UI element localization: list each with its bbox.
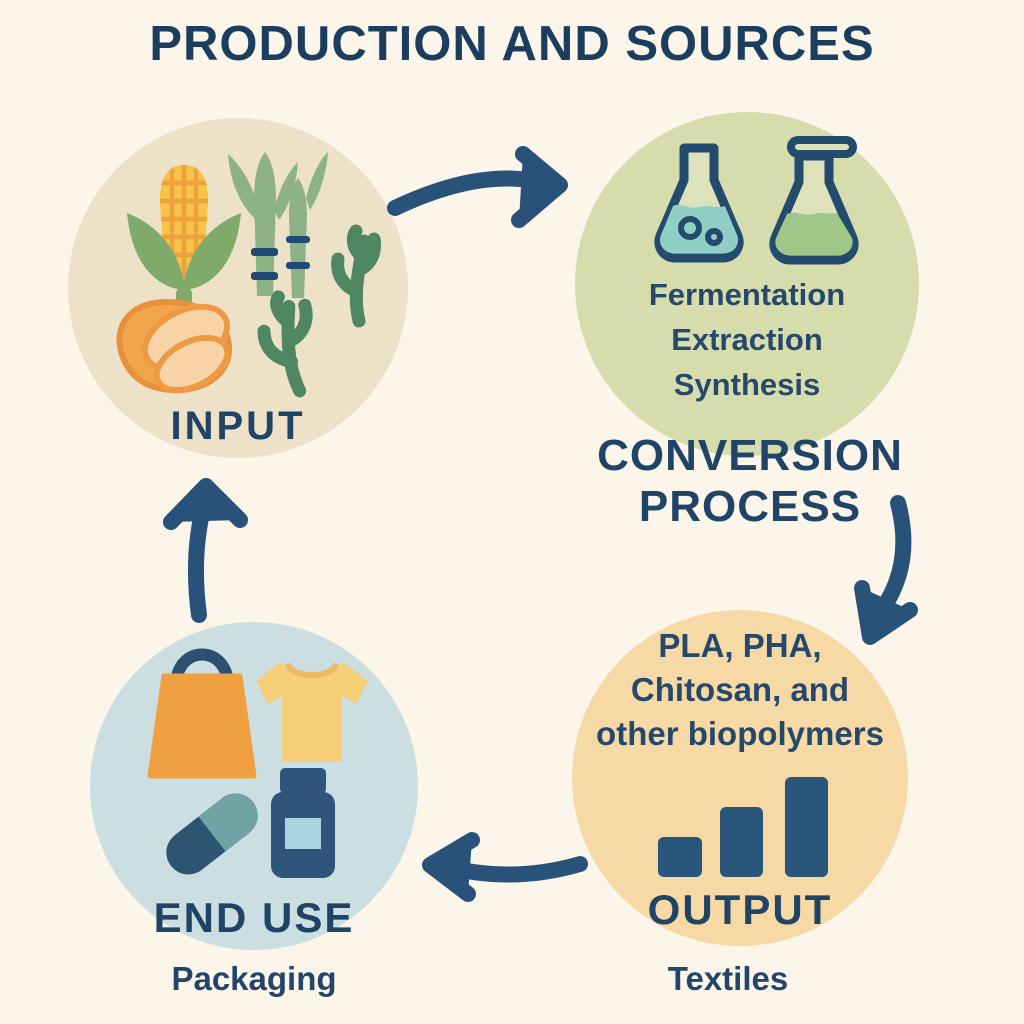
conversion-node: Fermentation Extraction Synthesis: [575, 112, 919, 456]
flask-green-icon: [769, 136, 859, 265]
input-icons: [116, 152, 381, 398]
arrow-input-to-conversion: [387, 146, 568, 228]
end-use-caption: Packaging: [171, 960, 337, 997]
conversion-icons: [654, 136, 859, 265]
pill-capsule-icon: [166, 793, 258, 875]
tshirt-icon: [256, 662, 368, 762]
shopping-bag-icon: [147, 648, 257, 779]
sugarcane-icon: [228, 152, 328, 298]
input-label: INPUT: [170, 404, 306, 448]
conversion-label: CONVERSION PROCESS: [597, 431, 903, 531]
corn-icon: [127, 165, 241, 314]
end-use-icons: [147, 648, 368, 878]
process-item: Fermentation: [648, 277, 846, 312]
bar-chart-icon: [658, 777, 828, 877]
flask-blue-icon: [654, 143, 744, 263]
seaweed-icon: [257, 224, 381, 398]
output-description: PLA, PHA, Chitosan, and other biopolymer…: [596, 627, 884, 752]
process-item: Synthesis: [673, 367, 821, 402]
page-title: PRODUCTION AND SOURCES: [149, 17, 875, 71]
input-node: INPUT: [68, 118, 408, 458]
arrow-output-to-end-use: [422, 832, 588, 902]
arrow-end-use-to-input: [163, 478, 248, 623]
output-node: PLA, PHA, Chitosan, and other biopolymer…: [572, 610, 908, 946]
output-caption: Textiles: [667, 960, 789, 997]
process-item: Extraction: [671, 322, 823, 357]
bottle-icon: [271, 768, 335, 878]
bread-icon: [116, 298, 233, 394]
end-use-node: END USE: [90, 622, 418, 950]
arrow-conversion-to-output: [854, 495, 918, 645]
output-icons: [658, 777, 828, 877]
end-use-label: END USE: [153, 894, 355, 941]
output-label: OUTPUT: [647, 886, 833, 933]
conversion-process-list: Fermentation Extraction Synthesis: [575, 272, 919, 407]
